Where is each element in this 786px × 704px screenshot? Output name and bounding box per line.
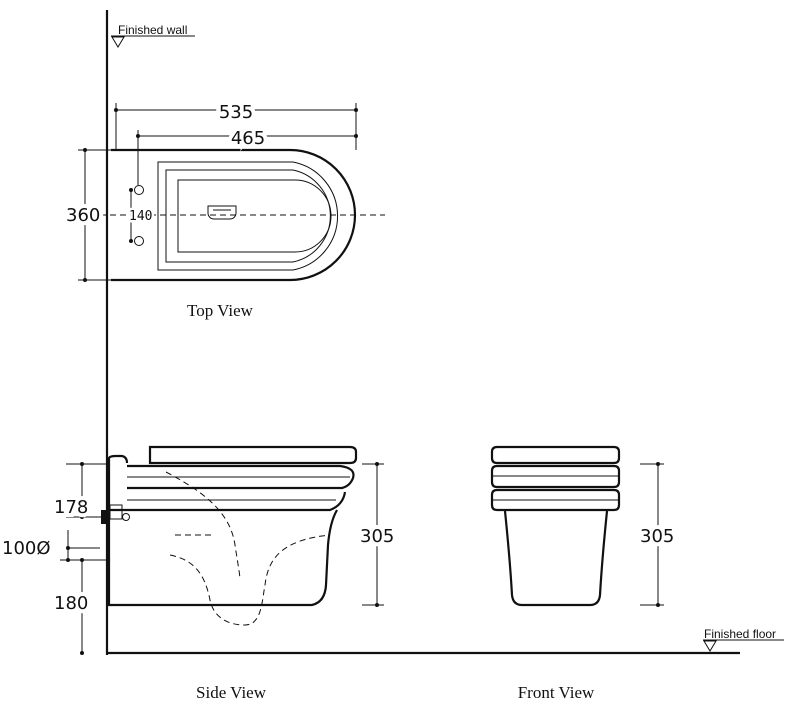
finished-wall: Finished wall: [105, 10, 195, 655]
front-view-lid: [490, 445, 621, 465]
side-view-rim: [107, 464, 347, 512]
dimension-bolt-spacing: 140: [129, 209, 152, 224]
side-view-bowl: [107, 509, 338, 607]
side-view-inlet-fitting: [109, 504, 123, 520]
dimension-width: 360: [66, 205, 100, 226]
side-view-lid: [148, 445, 358, 465]
front-view-rim: [490, 488, 621, 512]
top-view-bowl: [165, 169, 331, 263]
finished-wall-label: Finished wall: [118, 23, 187, 37]
front-view-seat: [490, 464, 621, 489]
front-view-bowl: [503, 510, 609, 607]
dimension-inlet-height: 178: [54, 497, 88, 518]
side-view-hinge: [107, 454, 129, 464]
side-view-seat: [127, 464, 355, 490]
dimension-bowl-height-front: 305: [640, 526, 674, 547]
finished-floor-label: Finished floor: [704, 627, 776, 641]
side-view: 178 100Ø 180 305 Side View: [2, 445, 398, 702]
top-view-caption: Top View: [187, 301, 254, 320]
top-view-bolt-hole: [134, 185, 144, 195]
top-view-bowl-inner: [177, 179, 332, 253]
dimension-waste-height: 180: [54, 593, 88, 614]
top-view-rim: [157, 161, 338, 271]
dimension-total-length: 535: [219, 102, 253, 123]
top-view-outlet: [207, 205, 237, 220]
top-view-bolt-hole: [134, 236, 144, 246]
side-view-caption: Side View: [196, 683, 267, 702]
dimension-bowl-length: 465: [231, 128, 265, 149]
dimension-waste-diameter: 100Ø: [2, 538, 51, 559]
dimension-bowl-height-side: 305: [360, 526, 394, 547]
side-view-trapway: [165, 471, 241, 581]
front-view-caption: Front View: [518, 683, 595, 702]
finished-floor: Finished floor: [107, 627, 784, 655]
top-view: 535 465 360 140 Top View: [62, 98, 385, 320]
front-view: 305 Front View: [490, 445, 678, 702]
